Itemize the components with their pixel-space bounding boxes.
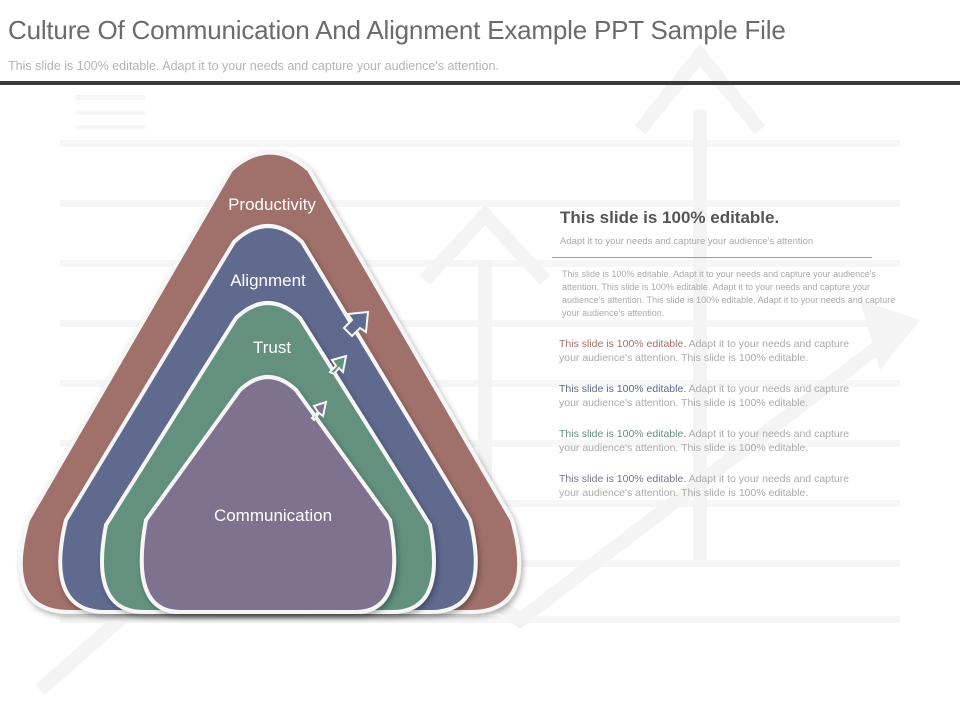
layer-label-communication: Communication xyxy=(214,506,332,525)
arrow-up-right-icon xyxy=(342,310,370,338)
list-item-text: Adapt it to your needs and capture your … xyxy=(559,338,850,364)
layer-communication xyxy=(139,375,397,614)
list-item-lead: This slide is 100% editable. xyxy=(559,338,687,350)
list-item-lead: This slide is 100% editable. xyxy=(559,473,687,485)
list-item: This slide is 100% editable. Adapt it to… xyxy=(559,382,859,410)
layer-label-alignment: Alignment xyxy=(230,271,306,290)
slide-title: Culture Of Communication And Alignment E… xyxy=(8,15,786,45)
layer-label-trust: Trust xyxy=(253,338,291,357)
panel-paragraph: This slide is 100% editable. Adapt it to… xyxy=(562,269,896,318)
list-item-text: Adapt it to your needs and capture your … xyxy=(559,383,850,409)
layer-label-productivity: Productivity xyxy=(228,195,316,214)
list-item: This slide is 100% editable. Adapt it to… xyxy=(559,427,859,455)
list-item: This slide is 100% editable. Adapt it to… xyxy=(559,337,859,365)
list-item-lead: This slide is 100% editable. xyxy=(559,383,687,395)
watermark-arrowhead xyxy=(860,300,920,370)
text-panel: This slide is 100% editable. Adapt it to… xyxy=(552,208,907,500)
arrow-up-right-icon xyxy=(328,354,348,376)
panel-divider xyxy=(552,257,872,258)
list-item-text: Adapt it to your needs and capture your … xyxy=(559,428,850,454)
arrow-up-right-icon xyxy=(310,400,328,422)
list-item: This slide is 100% editable. Adapt it to… xyxy=(559,472,859,500)
list-item-lead: This slide is 100% editable. xyxy=(559,428,687,440)
title-divider xyxy=(0,81,960,85)
panel-heading: This slide is 100% editable. xyxy=(560,208,780,227)
slide-subtitle: This slide is 100% editable. Adapt it to… xyxy=(8,59,499,73)
panel-heading-subtitle: Adapt it to your needs and capture your … xyxy=(560,236,814,247)
list-item-text: Adapt it to your needs and capture your … xyxy=(559,473,850,499)
